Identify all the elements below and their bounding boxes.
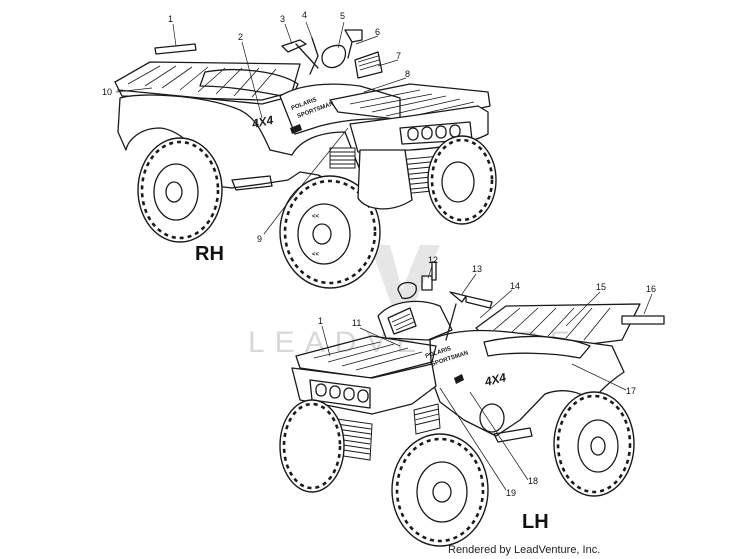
atv-right-hand-view: 4X4 POLARIS SPORTSMAN << << bbox=[114, 29, 497, 289]
lh-front-rack bbox=[295, 335, 437, 379]
callout-17: 17 bbox=[626, 386, 636, 396]
callout-7: 7 bbox=[396, 51, 401, 61]
callout-5: 5 bbox=[340, 11, 345, 21]
lh-far-front-wheel bbox=[279, 399, 345, 493]
svg-text:<<: << bbox=[312, 214, 320, 220]
callout-1-lh: 1 bbox=[318, 316, 323, 326]
rh-far-front-wheel bbox=[427, 135, 497, 225]
callout-6: 6 bbox=[375, 27, 380, 37]
lh-4x4-decal: 4X4 bbox=[482, 370, 507, 389]
callout-11: 11 bbox=[352, 318, 361, 328]
lh-headlight-lamps bbox=[315, 383, 369, 403]
rh-front-wheel: << << bbox=[279, 175, 381, 289]
callout-15: 15 bbox=[596, 282, 606, 292]
callout-4: 4 bbox=[302, 10, 307, 20]
lh-decal-16 bbox=[621, 315, 665, 325]
callout-19: 19 bbox=[506, 488, 516, 498]
callout-16: 16 bbox=[646, 284, 656, 294]
svg-text:<<: << bbox=[312, 252, 320, 258]
lh-rear-wheel bbox=[553, 391, 635, 497]
rh-rear-wheel bbox=[137, 137, 223, 243]
lh-front-wheel bbox=[391, 433, 489, 547]
rh-decal-1 bbox=[154, 43, 197, 55]
callout-18: 18 bbox=[528, 476, 538, 486]
callout-2: 2 bbox=[238, 32, 243, 42]
rh-4x4-decal: 4X4 bbox=[250, 113, 275, 131]
callout-8: 8 bbox=[405, 69, 410, 79]
lh-label: LH bbox=[522, 511, 549, 533]
callout-10: 10 bbox=[102, 87, 112, 97]
lh-callouts: 1 11 12 13 14 15 16 17 18 19 bbox=[318, 255, 656, 498]
lh-side-louver bbox=[413, 403, 441, 435]
callout-13: 13 bbox=[472, 264, 482, 274]
atv-left-hand-view: 4X4 POLARIS SPORTSMAN LH bbox=[279, 261, 665, 547]
rh-side-louver bbox=[329, 147, 356, 169]
callout-14: 14 bbox=[510, 281, 520, 291]
callout-9: 9 bbox=[257, 234, 262, 244]
footer-credit: Rendered by LeadVenture, Inc. bbox=[448, 544, 600, 556]
rh-front-rack bbox=[329, 83, 491, 123]
callout-12: 12 bbox=[428, 255, 438, 265]
callout-1-rh: 1 bbox=[168, 14, 173, 24]
callout-3: 3 bbox=[280, 14, 285, 24]
rh-callouts: 1 2 3 4 5 6 7 8 9 10 bbox=[102, 10, 410, 244]
rh-label: RH bbox=[195, 243, 224, 265]
